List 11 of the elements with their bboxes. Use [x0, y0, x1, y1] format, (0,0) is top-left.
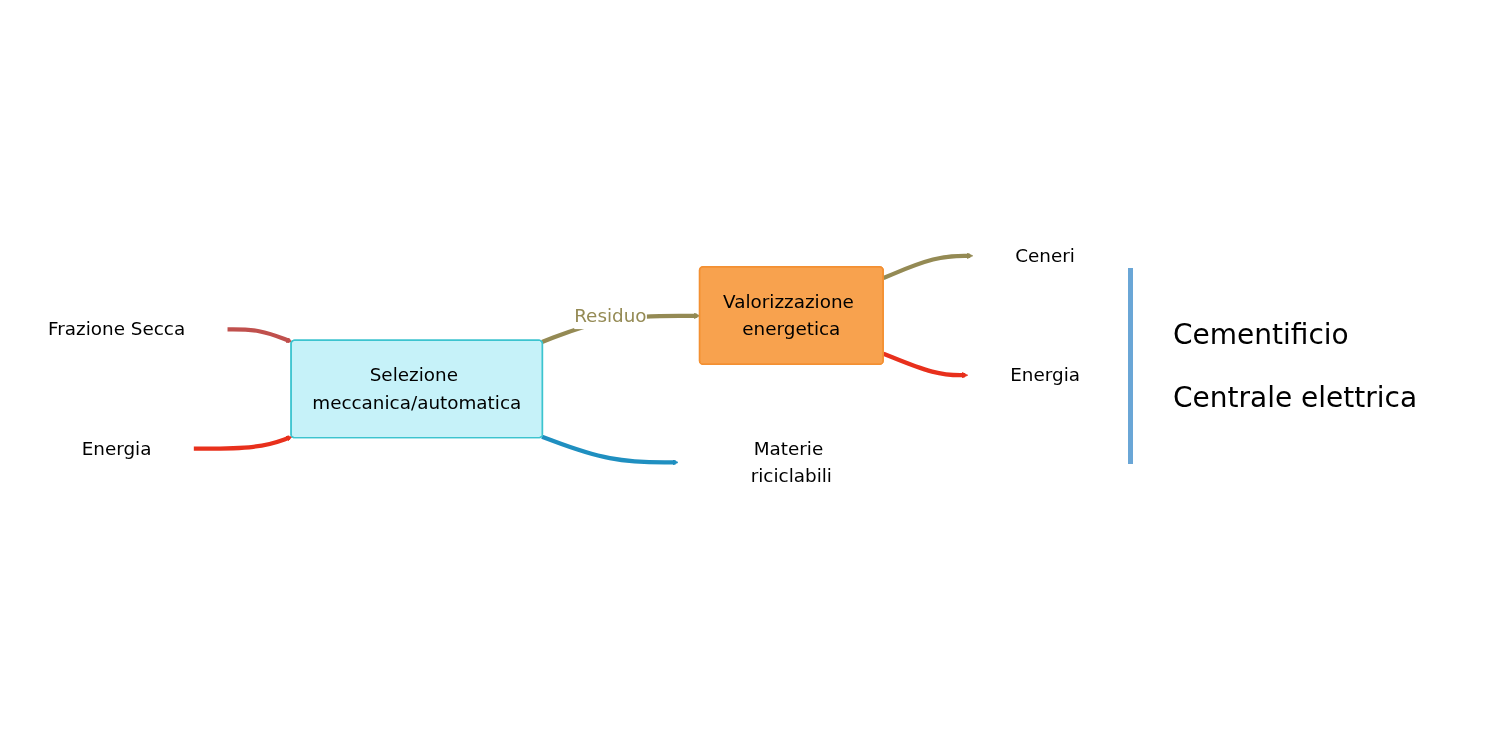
label-text: Centrale elettrica: [1173, 381, 1419, 414]
arrow: [541, 434, 679, 466]
arrow: [227, 327, 293, 343]
arrow: [193, 435, 293, 451]
node-text: Energia: [1010, 364, 1080, 386]
edge-label: Residuo: [574, 304, 647, 326]
node-text: Frazione Secca: [48, 318, 186, 340]
label-text: Cementificio: [1173, 318, 1350, 351]
node-text: Ceneri: [1015, 244, 1075, 267]
node-text: Energia: [81, 437, 152, 459]
node-text: Materie riciclabili: [750, 437, 832, 487]
